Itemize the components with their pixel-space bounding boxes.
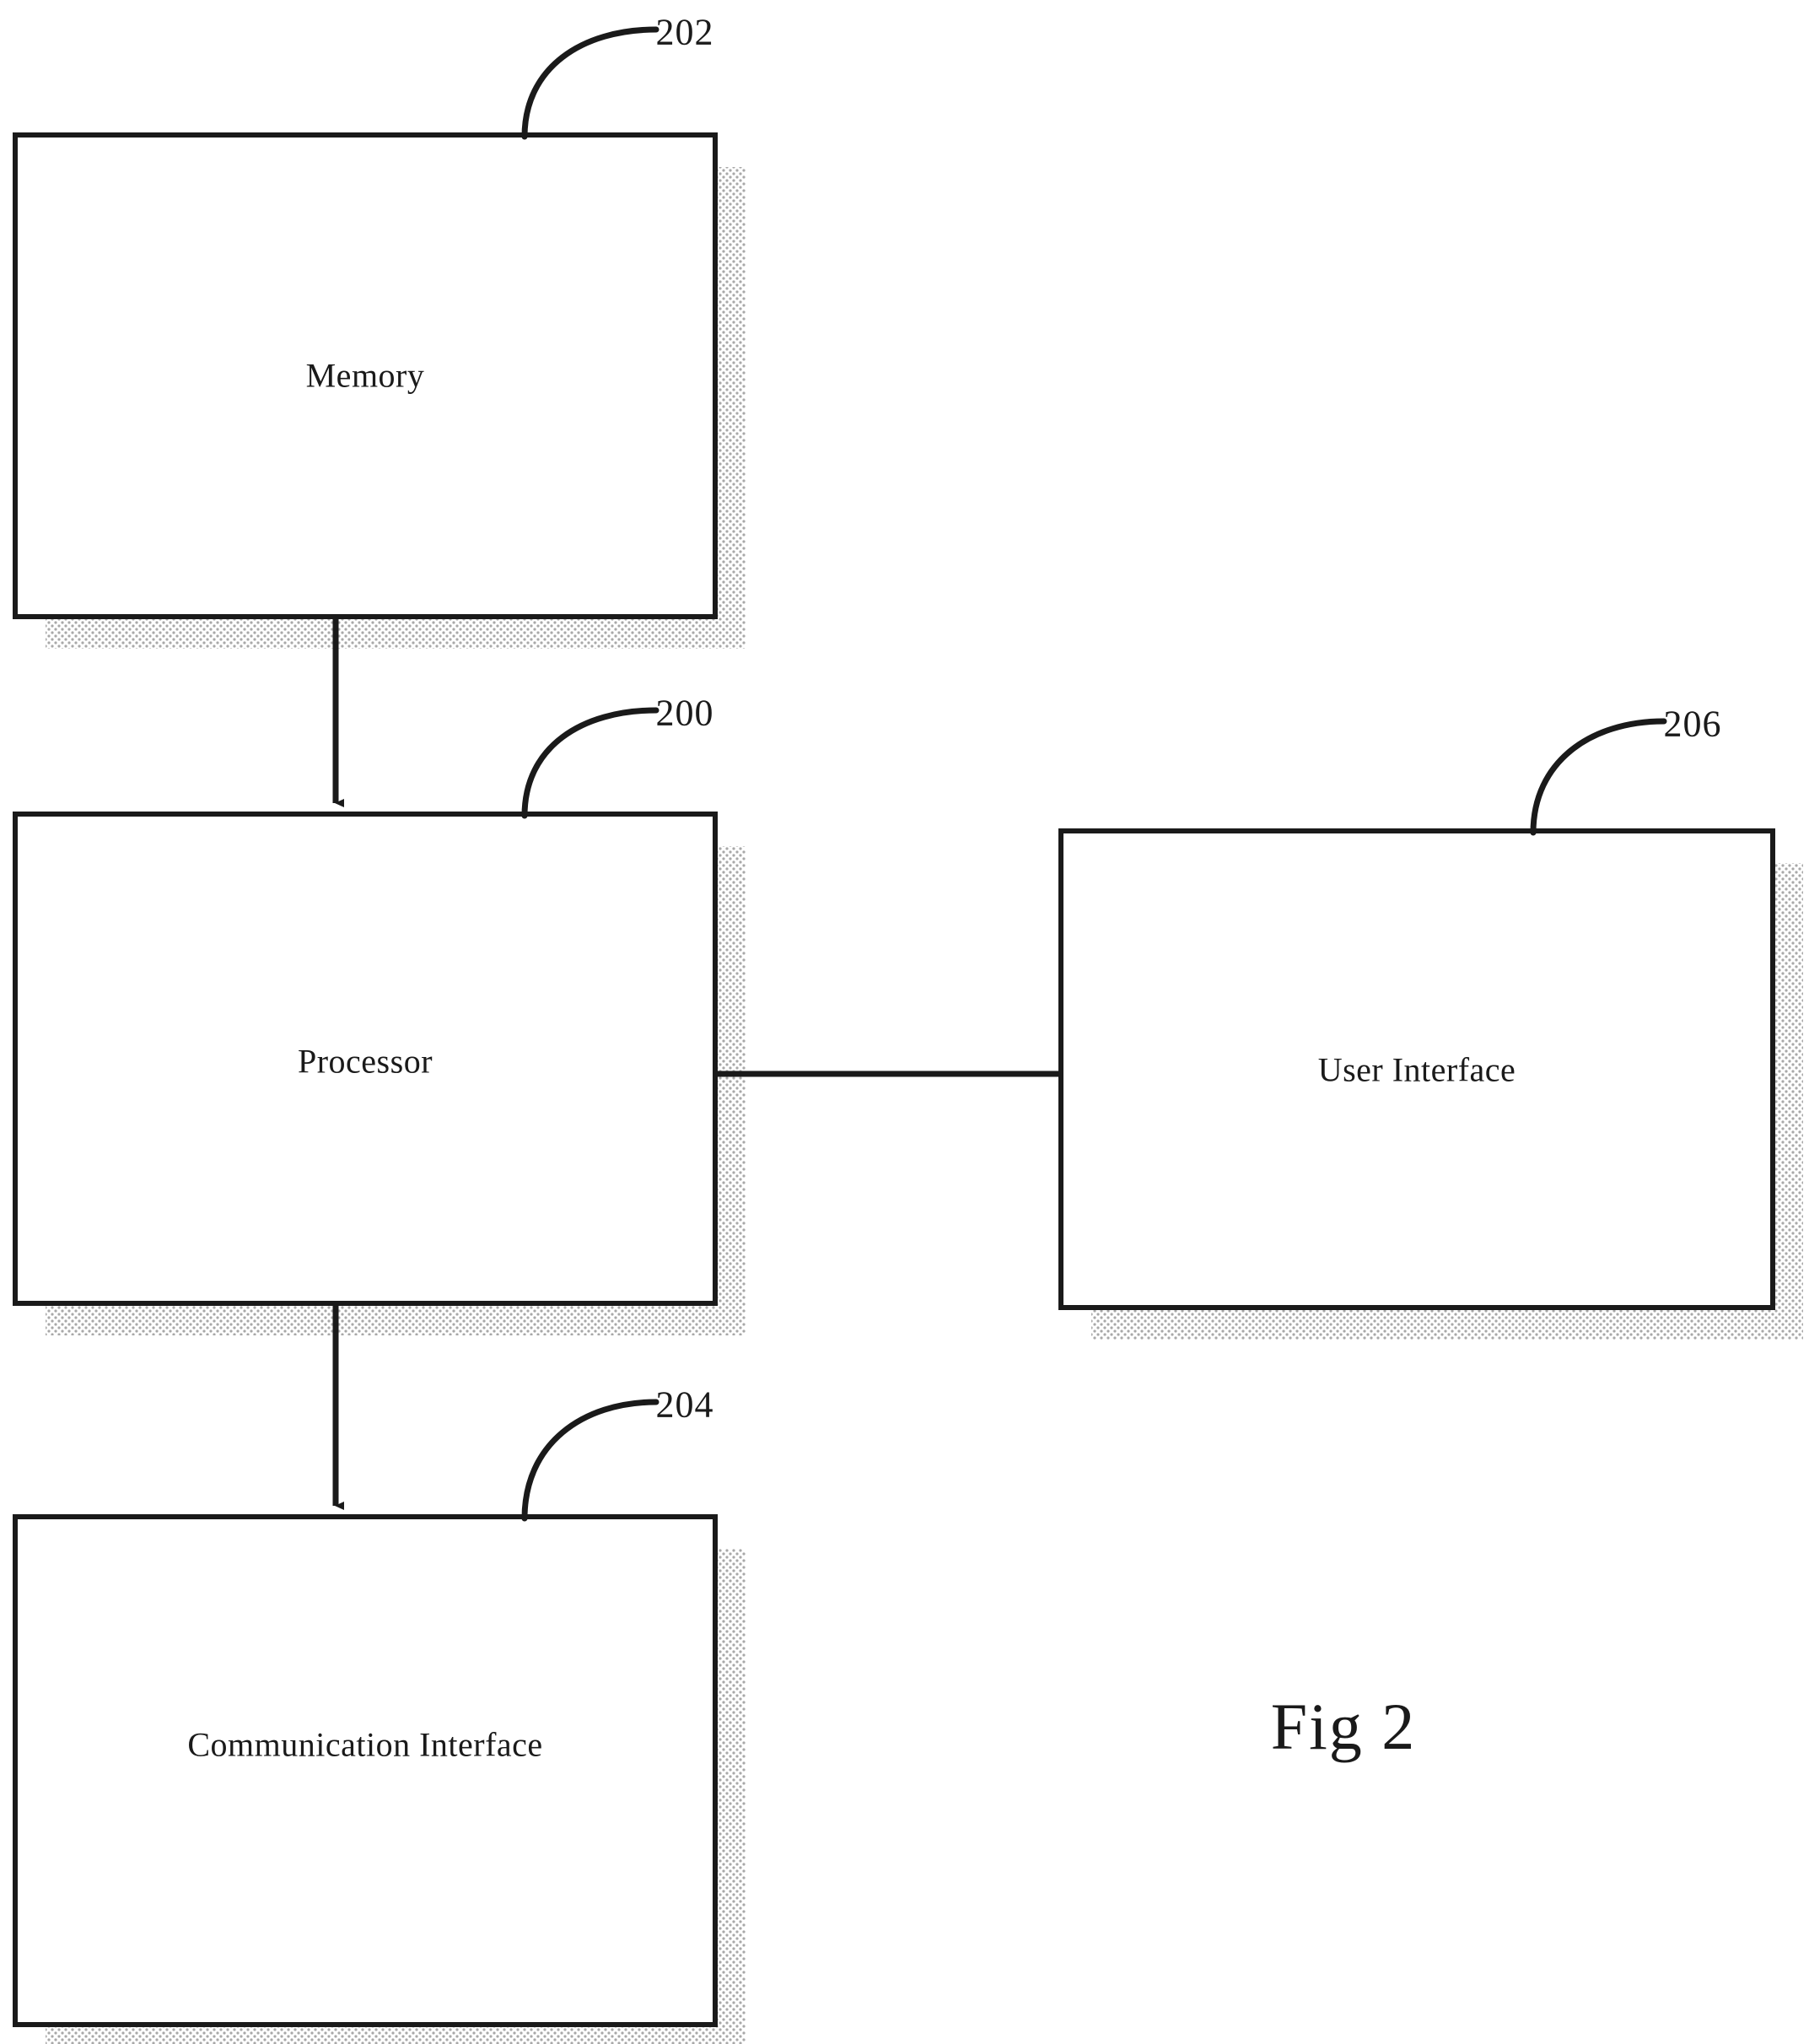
leader-lines (521, 26, 1667, 1522)
reference-numeral-202: 202 (655, 11, 714, 53)
figure-caption: Fig 2 (1270, 1690, 1417, 1763)
block-label-communication-interface: Communication Interface (187, 1725, 543, 1764)
leader-line-206 (1530, 718, 1667, 836)
leader-line-202 (521, 26, 660, 140)
leader-line-200 (521, 707, 660, 819)
block-label-memory: Memory (305, 356, 425, 395)
connectors (332, 617, 1061, 1510)
block-processor (13, 812, 718, 1306)
block-memory (13, 132, 718, 619)
reference-numeral-200: 200 (655, 692, 714, 734)
block-label-user-interface: User Interface (1317, 1050, 1516, 1089)
block-label-processor: Processor (297, 1042, 433, 1081)
block-outlines (13, 132, 1775, 2027)
reference-numeral-204: 204 (655, 1383, 714, 1426)
leader-line-204 (521, 1399, 660, 1522)
block-communication-interface (13, 1514, 718, 2027)
block-user-interface (1058, 828, 1775, 1310)
reference-numeral-206: 206 (1663, 703, 1722, 745)
